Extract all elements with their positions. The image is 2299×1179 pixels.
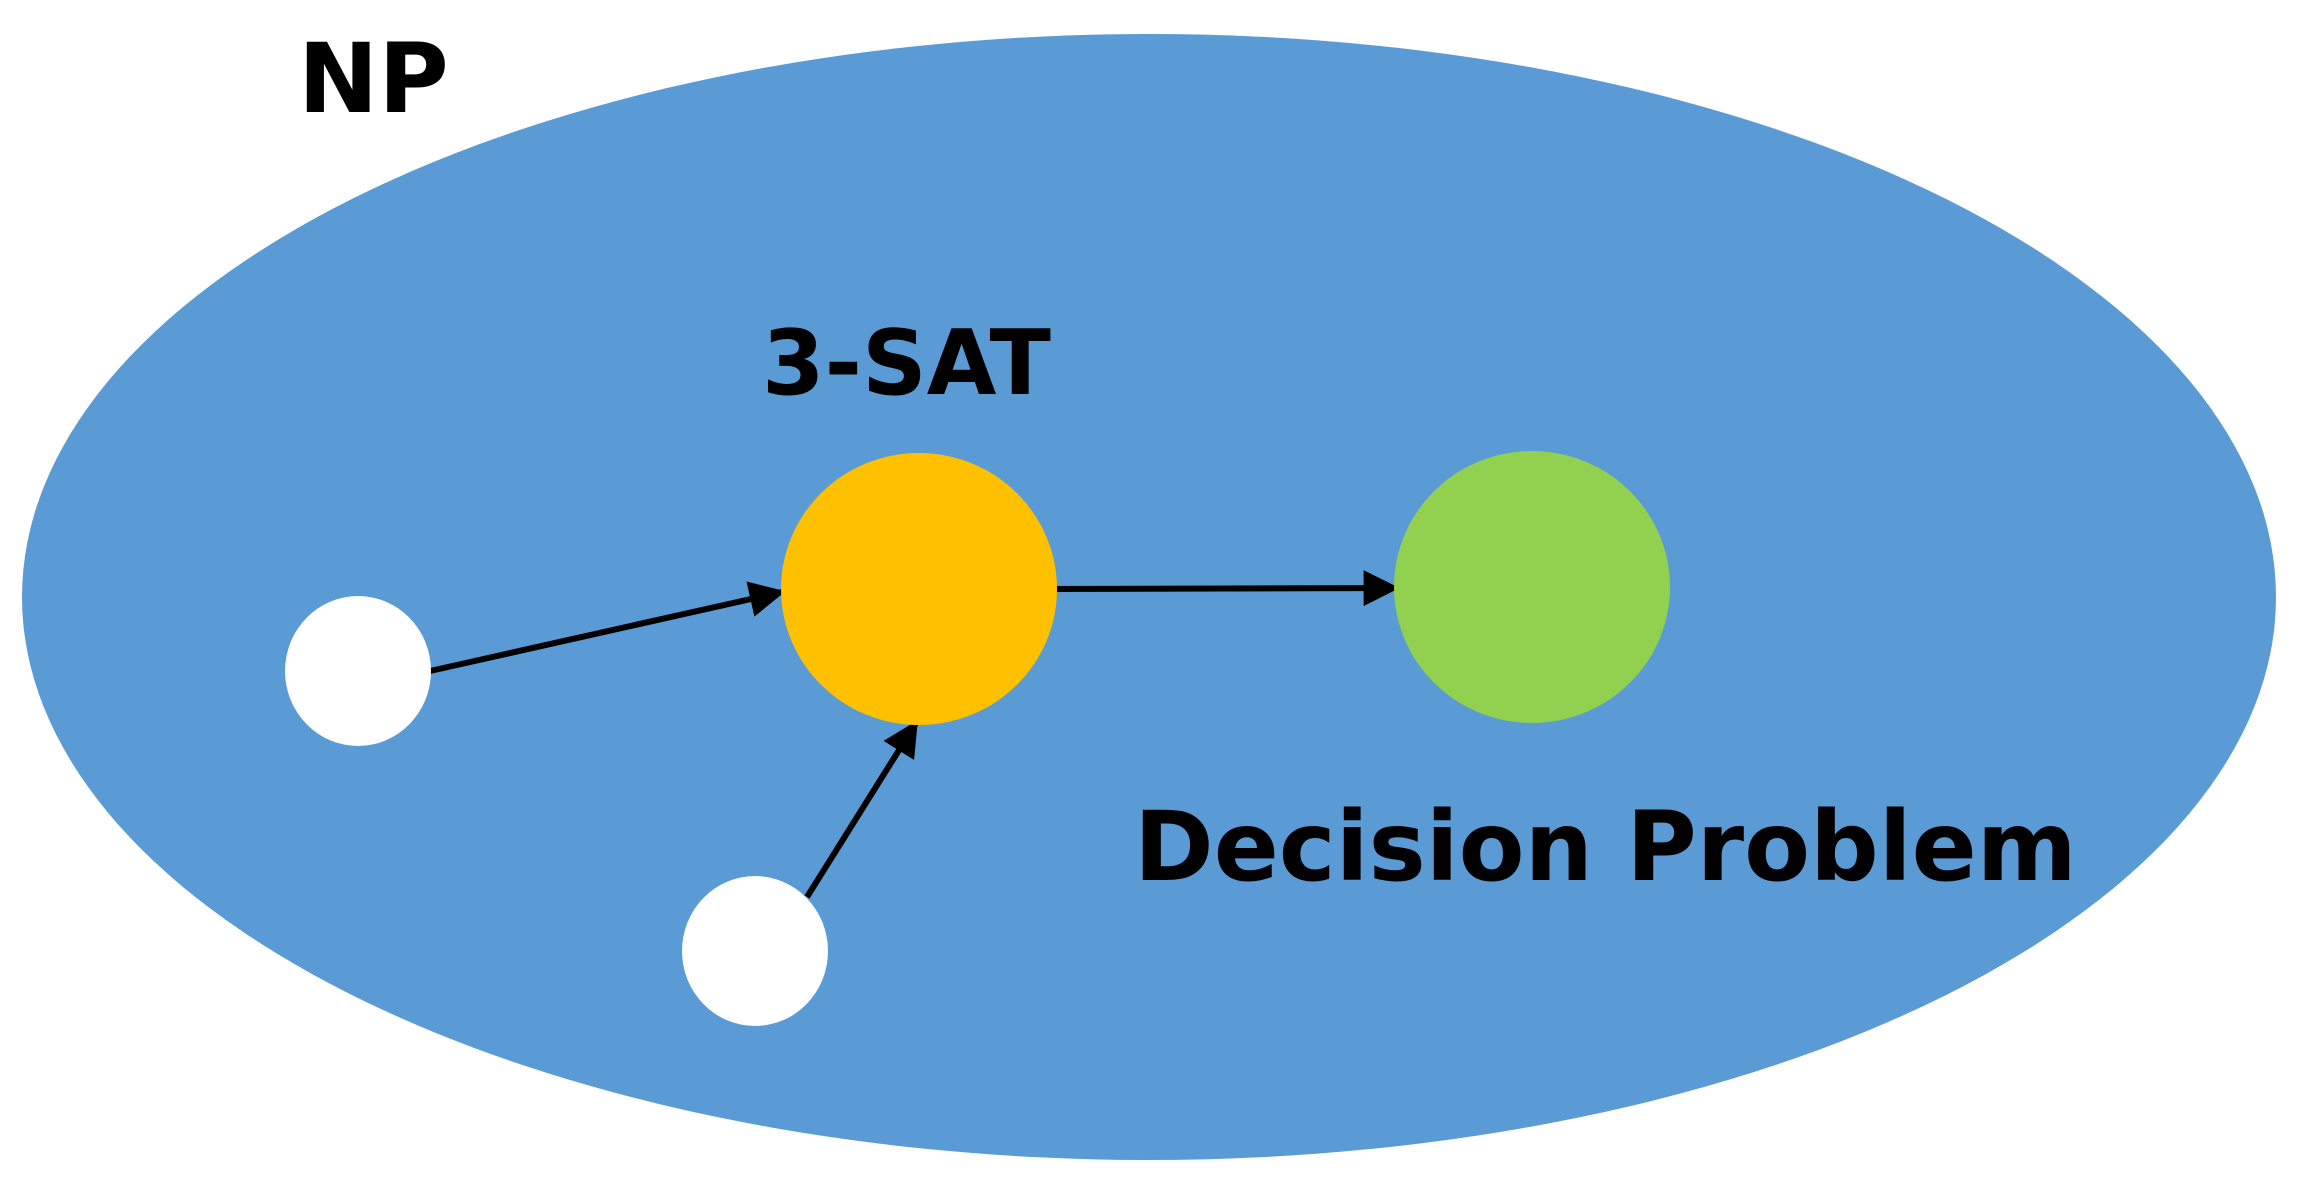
decision-problem-label: Decision Problem <box>1134 791 2077 903</box>
three-sat-label: 3-SAT <box>762 311 1051 416</box>
source-problem-node-a <box>285 596 431 746</box>
np-label: NP <box>298 23 449 135</box>
arrow-source-b-to-3sat <box>804 719 919 899</box>
source-problem-node-b <box>682 876 828 1026</box>
three-sat-node <box>781 453 1057 725</box>
np-set-ellipse <box>22 34 2276 1160</box>
arrow-3sat-to-decision-problem <box>1047 570 1400 607</box>
arrow-source-a-to-3sat <box>429 581 786 674</box>
decision-problem-node <box>1394 451 1670 723</box>
